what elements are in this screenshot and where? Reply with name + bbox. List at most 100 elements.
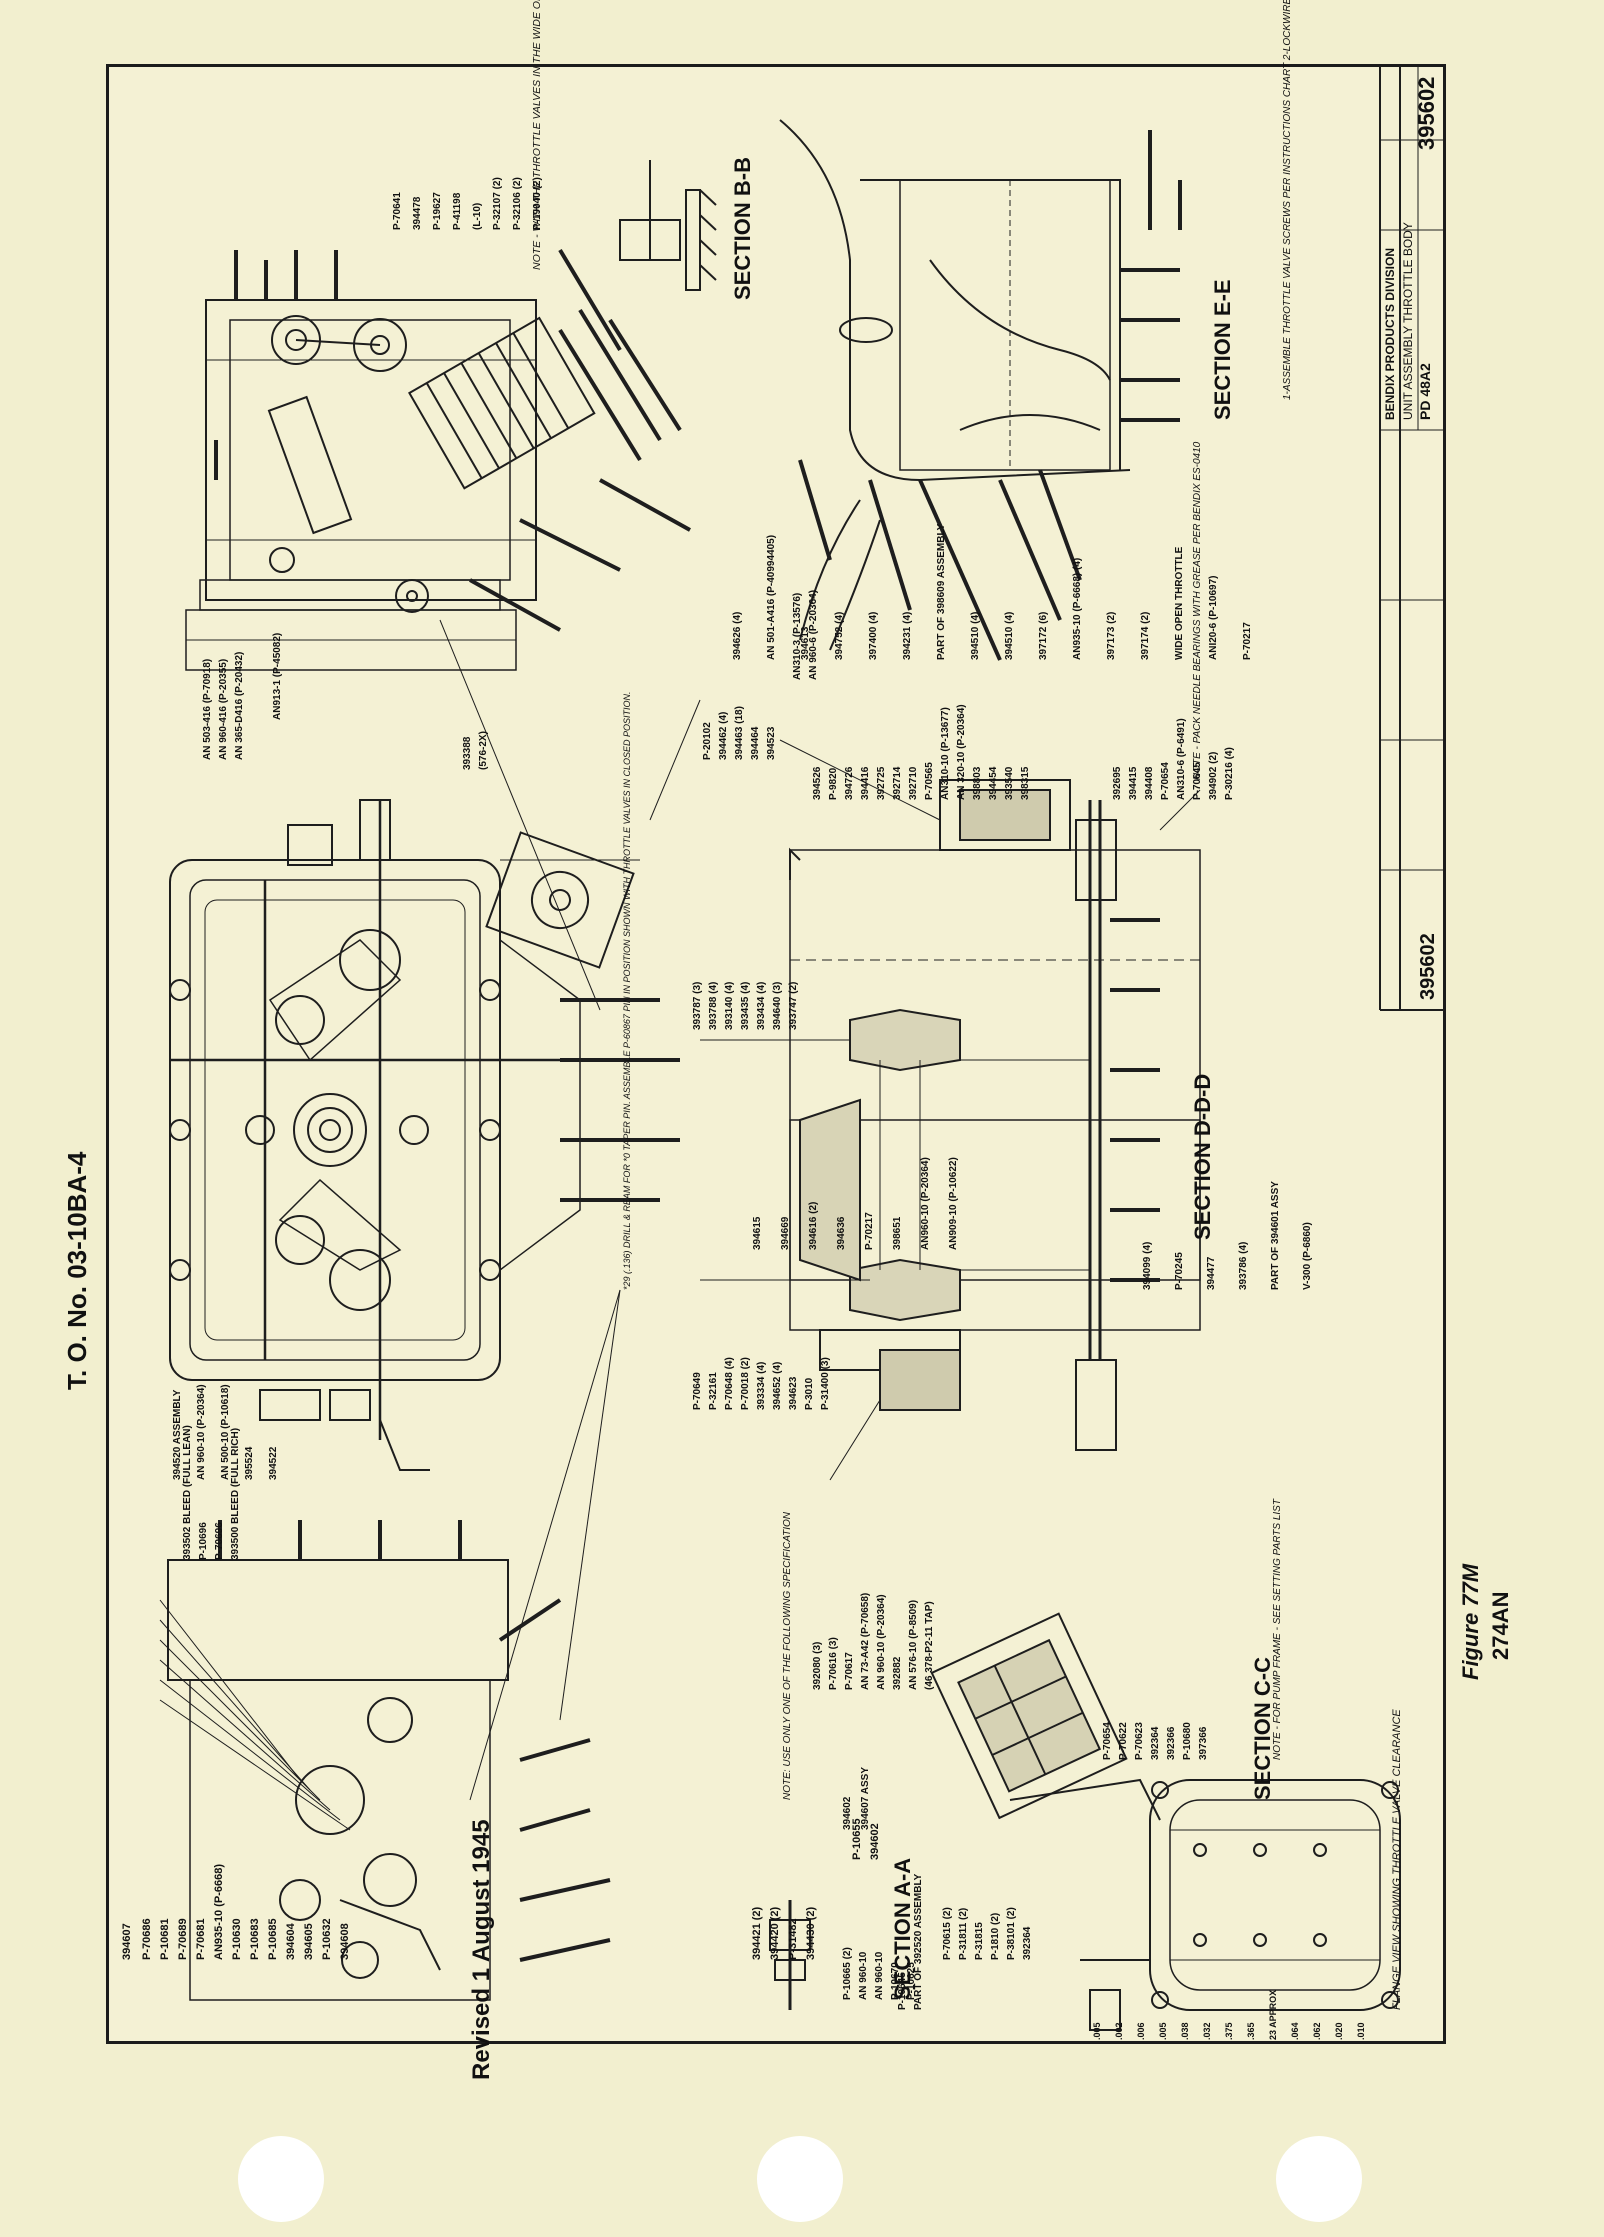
callout-label: AN 500-10 (P-10618) [220, 1384, 231, 1480]
callout-label: P-70616 (3) [828, 1637, 839, 1690]
callout-label: .005 [1092, 2022, 1102, 2040]
callout-label: 394613 [800, 626, 811, 660]
callout-label: .064 [1290, 2022, 1300, 2040]
company-name: BENDIX PRODUCTS DIVISION [1383, 248, 1397, 420]
callout-label: .006 [1136, 2022, 1146, 2040]
callout-label: 394463 (18) [734, 706, 745, 760]
callout-label: P-70654 [1102, 1722, 1113, 1760]
callout-label: 393500 BLEED (FULL RICH) [230, 1428, 241, 1560]
callout-label: 394652 (4) [772, 1362, 783, 1410]
section-e-e-label: SECTION E-E [1210, 279, 1235, 420]
callout-label: AN 960-416 (P-20355) [218, 659, 229, 760]
callout-label: 394636 [836, 1216, 847, 1250]
drawing-sheet-border [106, 64, 1446, 2044]
callout-label: PART OF 394601 ASSY [1270, 1181, 1281, 1290]
callout-label: P-20102 [702, 722, 713, 760]
callout-label: P-31400 (3) [820, 1357, 831, 1410]
callout-label: AN 960-10 (P-20364) [196, 1384, 207, 1480]
callout-label: 394454 [988, 766, 999, 800]
callout-label: 397400 (4) [868, 612, 879, 660]
callout-label: 394231 (4) [902, 612, 913, 660]
callout-label: AN310-10 (P-13677) [940, 707, 951, 800]
callout-label: 23 APPROX [1268, 1990, 1278, 2040]
callout-label: P-70681 [195, 1918, 207, 1960]
callout-label: 397172 (6) [1038, 612, 1049, 660]
callout-label: (46 378-P2-11 TAP) [924, 1601, 935, 1690]
callout-label: 397174 (2) [1140, 612, 1151, 660]
throttle-note-text: NOTE - WITH THE THROTTLE VALVES IN THE W… [531, 0, 543, 270]
callout-label: AN935-10 (P-6668) [213, 1864, 225, 1960]
callout-label: P-1810 (2) [990, 1913, 1001, 1960]
needle-bearing-note: NOTE - PACK NEEDLE BEARINGS WITH GREASE … [1192, 441, 1203, 780]
callout-label: 394602 [869, 1823, 881, 1860]
callout-label: P-10680 [1182, 1722, 1193, 1760]
callout-label: AN 960-10 [874, 1951, 885, 2000]
callout-label: P-3010 [804, 1377, 815, 1410]
callout-label: 394607 ASSY [860, 1767, 871, 1830]
callout-label: 394522 [268, 1446, 279, 1480]
callout-label: 394669 [780, 1216, 791, 1250]
callout-label: P-70689 [177, 1918, 189, 1960]
callout-group-an913: AN913-1 (P-45082) [272, 633, 283, 720]
callout-label: 394608 [339, 1923, 351, 1960]
callout-label: 394605 [303, 1923, 315, 1960]
callout-label: 397366 [1198, 1726, 1209, 1760]
callout-label: 394477 [1206, 1256, 1217, 1290]
callout-label: .062 [1312, 2022, 1322, 2040]
callout-label: 393435 (4) [740, 982, 751, 1030]
callout-label: 394420 (2) [769, 1906, 781, 1960]
section-c-c-label: SECTION C-C [1250, 1657, 1275, 1800]
callout-label: (L-10) [472, 203, 483, 230]
callout-label: 394902 (2) [1208, 752, 1219, 800]
callout-label: P-38101 (2) [1006, 1907, 1017, 1960]
drawing-number-top: 395602 [1414, 77, 1439, 150]
callout-label: P-10665 (2) [842, 1947, 853, 2000]
callout-label: 392725 [876, 766, 887, 800]
flange-view-caption: FLANGE VIEW SHOWING THROTTLE VALVE CLEAR… [1391, 1709, 1403, 2010]
callout-label: 394626 (4) [732, 612, 743, 660]
callout-label: AN 365-D416 (P-20432) [234, 652, 245, 760]
callout-label: P-10683 [249, 1918, 261, 1960]
callout-label: 394099 (4) [1142, 1242, 1153, 1290]
drawing-number-title-text: 395602 [1417, 933, 1439, 1000]
callout-label: AN 960-10 (P-20364) [876, 1594, 887, 1690]
callout-label: P-32161 [708, 1372, 719, 1410]
callout-group-ee-callouts: 394626 (4)AN 501-A416 (P-40994405)394613… [732, 523, 1253, 660]
callout-label: 392364 [1150, 1726, 1161, 1760]
callout-label: AN909-10 (P-10622) [948, 1157, 959, 1250]
callout-label: 394640 (3) [772, 982, 783, 1030]
callout-label: P-70654 [1160, 762, 1171, 800]
callout-label: P-10685 [267, 1918, 279, 1960]
section-e-e-view [779, 119, 1182, 661]
callout-label: 398651 [892, 1216, 903, 1250]
callout-label: 394462 (4) [718, 712, 729, 760]
callout-label: 394752 (4) [834, 612, 845, 660]
callout-label: 394607 [121, 1923, 133, 1960]
callout-label: AN913-1 (P-45082) [272, 633, 283, 720]
callout-label: 393334 (4) [756, 1362, 767, 1410]
callout-label: P-31811 (2) [958, 1908, 969, 1960]
callout-label: P-70615 (2) [942, 1907, 953, 1960]
section-d-d-d-label: SECTION D-D-D [1190, 1074, 1215, 1240]
top-view-throttle-body [185, 248, 691, 1011]
callout-label: 392080 (3) [812, 1642, 823, 1690]
callout-label: P-10681 [159, 1918, 171, 1960]
plan-view-throttle-body [169, 799, 680, 1471]
callout-label: AN310-3 (P-13576) [792, 593, 803, 680]
callout-label: P-19627 [432, 192, 443, 230]
callout-label: 392710 [908, 766, 919, 800]
section-c-c-view [930, 1612, 1161, 1821]
callout-label: 392714 [892, 766, 903, 800]
callout-label: V-300 (P-6860) [1302, 1222, 1313, 1290]
callout-label: P-70641 [392, 192, 403, 230]
